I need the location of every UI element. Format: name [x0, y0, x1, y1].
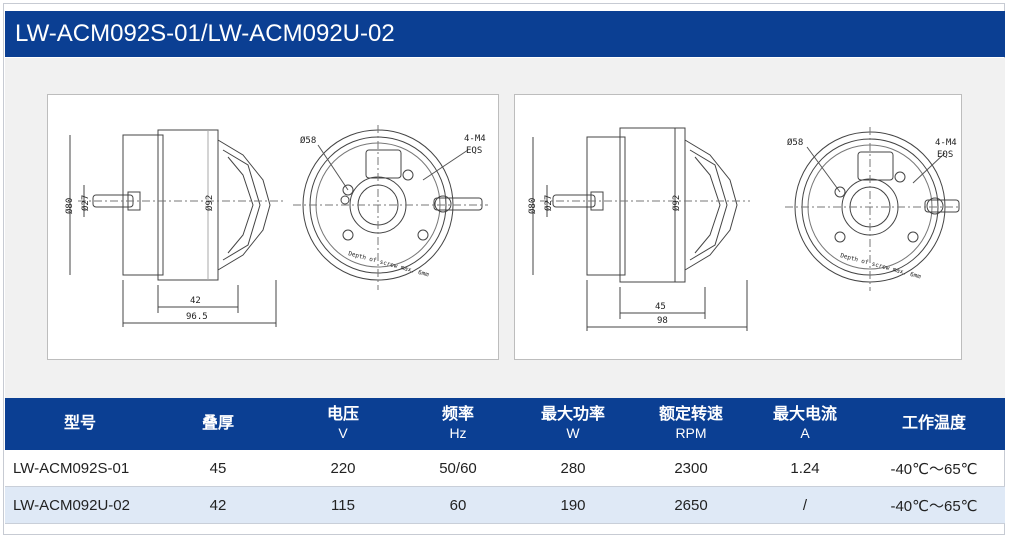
cell-operating-temp: -40℃～65℃ — [863, 486, 1005, 524]
motor-flange — [586, 136, 626, 276]
motor-housing — [619, 127, 686, 283]
motor-housing — [157, 129, 219, 281]
dim-shaft-label: Ø27 — [543, 195, 554, 211]
cell-voltage: 220 — [281, 450, 405, 487]
dim-length-total-label: 96.5 — [186, 312, 208, 322]
header-stack-thickness: 叠厚 — [155, 398, 281, 450]
drawing-area: Ø80 Ø27 Ø92 42 96.5 Ø58 4-M4 EQS Depth o… — [5, 58, 1005, 398]
cell-model: LW-ACM092S-01 — [5, 450, 155, 487]
drawing-panel-s01: Ø80 Ø27 Ø92 42 96.5 Ø58 4-M4 EQS Depth o… — [47, 94, 499, 360]
dim-shaft-label: Ø27 — [80, 195, 91, 211]
header-model: 型号 — [5, 398, 155, 450]
screw-spec-label: 4-M4 — [935, 138, 957, 148]
dim-length-total-label: 98 — [657, 316, 668, 326]
cell-model: LW-ACM092U-02 — [5, 486, 155, 524]
drawing-panel-u02: Ø80 Ø27 Ø92 45 98 Ø58 4-M4 EQS Depth of … — [514, 94, 962, 360]
motor-flange — [122, 134, 164, 276]
cell-max-current: 1.24 — [747, 450, 863, 487]
cell-rated-speed: 2650 — [635, 486, 747, 524]
screw-spec-label: 4-M4 — [464, 134, 486, 144]
cell-max-power: 190 — [511, 486, 635, 524]
dim-body-label: Ø92 — [671, 195, 682, 211]
dim-face-label: Ø58 — [787, 137, 803, 148]
cell-frequency: 50/60 — [405, 450, 511, 487]
motor-drawing-s01: Ø80 Ø27 Ø92 42 96.5 Ø58 4-M4 EQS Depth o… — [64, 125, 488, 327]
cell-rated-speed: 2300 — [635, 450, 747, 487]
dim-outer-label: Ø80 — [64, 198, 75, 214]
page-title: LW-ACM092S-01/LW-ACM092U-02 — [5, 11, 1005, 57]
cell-max-current: / — [747, 486, 863, 524]
dim-face-label: Ø58 — [300, 135, 316, 146]
cell-stack-thickness: 42 — [155, 486, 281, 524]
cell-frequency: 60 — [405, 486, 511, 524]
cell-operating-temp: -40℃～65℃ — [863, 450, 1005, 487]
dim-length-body-label: 42 — [190, 296, 201, 306]
cell-max-power: 280 — [511, 450, 635, 487]
screw-eqs-label: EQS — [466, 146, 482, 156]
table-row: LW-ACM092S-01 45 220 50/60 280 2300 1.24… — [5, 450, 1005, 487]
dim-length-body-label: 45 — [655, 302, 666, 312]
header-operating-temp: 工作温度 — [863, 398, 1005, 450]
dim-body-label: Ø92 — [204, 195, 215, 211]
table-row: LW-ACM092U-02 42 115 60 190 2650 / -40℃～… — [5, 486, 1005, 524]
cell-voltage: 115 — [281, 486, 405, 524]
motor-drawing-u02: Ø80 Ø27 Ø92 45 98 Ø58 4-M4 EQS Depth of … — [527, 127, 961, 331]
screw-eqs-label: EQS — [937, 150, 953, 160]
cell-stack-thickness: 45 — [155, 450, 281, 487]
dim-outer-label: Ø80 — [527, 198, 538, 214]
